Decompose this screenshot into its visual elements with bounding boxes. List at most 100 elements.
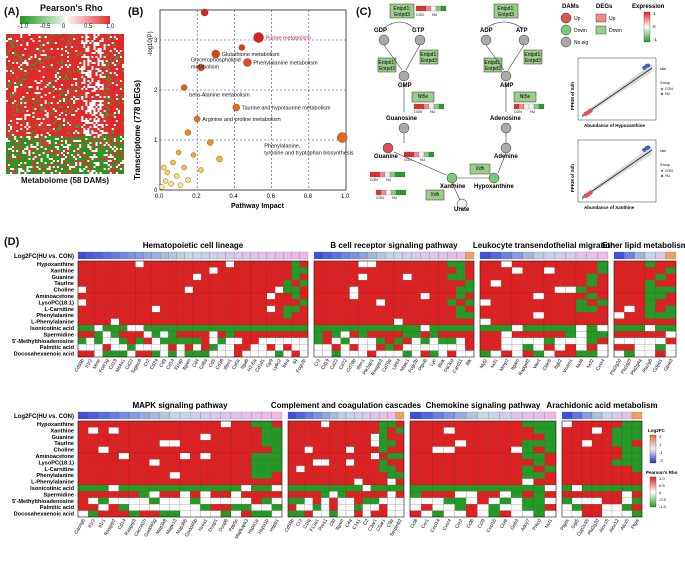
heatmap-cell (36, 120, 39, 123)
heatmap-cell (89, 160, 92, 163)
heatmap-cell (83, 134, 86, 137)
heatmap-cell (24, 86, 27, 89)
heatmap-cell (60, 118, 64, 121)
heatmap-cell (60, 98, 64, 101)
heatmap-cell (24, 52, 27, 55)
heatmap-cell (60, 154, 64, 157)
heatmap-cell (22, 46, 25, 49)
heatmap-cell (89, 132, 92, 135)
heatmap-cell (103, 70, 106, 73)
heatmap-cell (54, 110, 58, 113)
heatmap-cell (89, 102, 92, 105)
heatmap-cell (71, 102, 74, 105)
heatmap-cell (107, 96, 110, 99)
heatmap-cell (38, 150, 41, 153)
heatmap-cell (6, 60, 9, 63)
heatmap-cell (46, 98, 49, 101)
heatmap-cell (26, 158, 29, 161)
heatmap-cell (358, 324, 368, 332)
heatmap-cell (385, 286, 395, 294)
heatmap-cell (77, 299, 87, 306)
heatmap-cell (52, 66, 56, 69)
heatmap-cell (184, 331, 194, 338)
heatmap-cell (109, 146, 112, 149)
heatmap-cell (16, 118, 19, 121)
heatmap-cell (50, 144, 53, 147)
heatmap-cell (67, 108, 70, 111)
heatmap-cell (115, 94, 119, 97)
log2fc-cell (242, 251, 251, 260)
heatmap-cell (40, 162, 43, 165)
heatmap-cell (42, 108, 45, 111)
heatmap-cell (73, 48, 76, 51)
heatmap-cell (420, 318, 430, 326)
heatmap-cell (6, 150, 9, 153)
heatmap-cell (103, 98, 106, 101)
heatmap-cell (81, 72, 84, 75)
heatmap-cell (20, 80, 23, 83)
heatmap-cell (40, 114, 43, 117)
heatmap-cell (127, 312, 136, 319)
heatmap-cell (16, 84, 19, 87)
heatmap-cell (456, 299, 466, 306)
heatmap-cell (67, 42, 70, 45)
heatmap-cell (143, 273, 153, 281)
heatmap-cell (99, 56, 102, 59)
heatmap-cell (6, 70, 9, 73)
heatmap-cell (97, 154, 100, 157)
heatmap-cell (77, 42, 80, 45)
heatmap-cell (109, 50, 112, 53)
heatmap-cell (117, 120, 121, 123)
heatmap-cell (22, 52, 25, 55)
heatmap-cell (93, 160, 96, 163)
heatmap-cell (89, 100, 92, 103)
heatmap-cell (101, 98, 104, 101)
heatmap-cell (95, 70, 98, 73)
heatmap-cell (12, 160, 15, 163)
data-point (200, 8, 209, 17)
heatmap-cell (10, 74, 13, 77)
heatmap-cell (89, 96, 92, 99)
heatmap-cell (85, 36, 88, 39)
heatmap-cell (65, 160, 68, 163)
heatmap-cell (89, 74, 92, 77)
heatmap-cell (77, 156, 80, 159)
heatmap-cell (60, 132, 64, 135)
scatter-legend-con-dot (660, 87, 664, 91)
heatmap-cell (26, 102, 29, 105)
heatmap-cell (113, 98, 117, 101)
heatmap-cell (20, 124, 23, 127)
heatmap-cell (52, 152, 56, 155)
heatmap-cell (105, 86, 108, 89)
heatmap-cell (119, 162, 123, 165)
heatmap-cell (111, 132, 115, 135)
heatmap-cell (8, 144, 11, 147)
heatmap-cell (28, 128, 31, 131)
heatmap-cell (111, 150, 115, 153)
heatmap-cell (103, 108, 106, 111)
heatmap-cell (89, 86, 92, 89)
node-hypoxanthine-circle (488, 172, 500, 184)
heatmap-cell (73, 120, 76, 123)
heatmap-cell (36, 50, 39, 53)
heatmap-cell (115, 74, 119, 77)
heatmap-cell (75, 76, 78, 79)
heatmap-cell (52, 164, 56, 167)
heatmap-cell (8, 114, 11, 117)
heatmap-cell (258, 350, 268, 358)
heatmap-cell (46, 86, 49, 89)
heatmap-cell (12, 138, 15, 141)
heatmap-cell (115, 134, 119, 137)
heatmap-cell (54, 128, 58, 131)
heatmap-cell (54, 58, 58, 61)
heatmap-cell (36, 134, 39, 137)
heatmap-cell (111, 38, 115, 41)
heatmap-cell (73, 126, 76, 129)
heatmap-cell (225, 305, 235, 313)
enzyme-label: Entpd3 (525, 58, 541, 64)
heatmap-cell (121, 88, 124, 91)
heatmap-cell (26, 136, 29, 139)
heatmap-cell (75, 106, 78, 109)
heatmap-cell (48, 96, 51, 99)
heatmap-cell (95, 118, 98, 121)
